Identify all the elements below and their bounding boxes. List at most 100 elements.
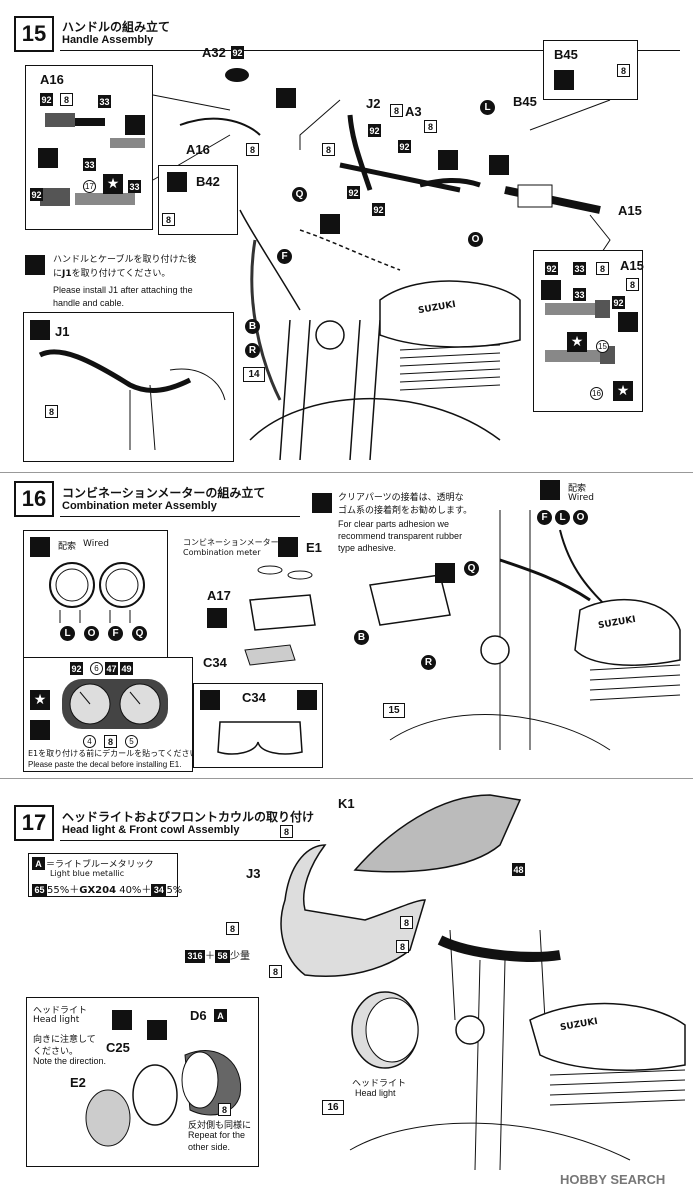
code-47: 47: [105, 662, 118, 675]
code-6: 6: [90, 662, 103, 675]
code-17: 17: [83, 180, 96, 193]
part-label-a16: A16: [186, 142, 210, 157]
part-label-c25: C25: [106, 1040, 130, 1055]
color-name-jp: ＝ライトブルーメタリック: [46, 860, 154, 870]
wired2-label-jp: 配索: [568, 484, 587, 494]
connector-l: L: [60, 626, 75, 641]
code-8: 8: [226, 922, 239, 935]
step-16-main-illustration: [369, 510, 681, 751]
j1-drawing: [38, 349, 226, 451]
meter-label-en: Combination meter: [183, 548, 261, 557]
glue-icon: [25, 255, 45, 275]
code-49: 49: [120, 662, 133, 675]
connector-f: F: [108, 626, 123, 641]
code-33: 33: [128, 180, 141, 193]
step-number-16: 16: [14, 481, 54, 517]
code-92: 92: [30, 188, 43, 201]
glue-icon: [438, 150, 458, 170]
code-8: 8: [400, 916, 413, 929]
direction-note-jp: 向きに注意して: [33, 1035, 96, 1045]
code-8: 8: [596, 262, 609, 275]
step-15-note-jp-2: にJ1を取り付けてください。: [53, 269, 171, 279]
code-4: 4: [83, 735, 96, 748]
headlight-exploded-drawing: [85, 1050, 242, 1147]
step-16-title-jp: コンビネーションメーターの組み立て: [62, 486, 266, 500]
glue-icon: [30, 537, 50, 557]
section-divider: [0, 778, 693, 779]
direction-note-en: Note the direction.: [33, 1056, 107, 1066]
wired-label-jp: 配索: [58, 542, 77, 552]
wired-label-en: Wired: [83, 539, 109, 549]
connector-f: F: [537, 510, 552, 525]
star-icon: ★: [567, 332, 587, 352]
part-label-b45-inset: B45: [554, 47, 578, 62]
glue-icon: [278, 537, 298, 557]
connector-o: O: [573, 510, 588, 525]
code-92: 92: [372, 203, 385, 216]
paint-icon: [297, 690, 317, 710]
code-16: 16: [590, 387, 603, 400]
code-92: 92: [398, 140, 411, 153]
a32-cap: [225, 68, 249, 82]
step-17-divider: [60, 840, 320, 841]
code-33: 33: [573, 262, 586, 275]
code-15: 15: [596, 340, 609, 353]
code-8: 8: [162, 213, 175, 226]
part-label-a15: A15: [618, 203, 642, 218]
glue-icon: [207, 608, 227, 628]
headlight2-label-jp: ヘッドライト: [352, 1079, 407, 1089]
connector-q: Q: [132, 626, 147, 641]
section-divider: [0, 472, 693, 473]
part-label-e2: E2: [70, 1075, 86, 1090]
color-name-en: Light blue metallic: [50, 869, 125, 878]
step-17-title-jp: ヘッドライトおよびフロントカウルの取り付け: [62, 810, 315, 824]
step-17-main-illustration: [349, 929, 686, 1170]
part-label-j2: J2: [366, 96, 381, 111]
code-92: 92: [612, 296, 625, 309]
part-label-d6: D6: [190, 1008, 207, 1023]
adhesive-note-en-3: type adhesive.: [338, 543, 397, 553]
code-33: 33: [98, 95, 111, 108]
code-8: 8: [104, 735, 117, 748]
step-15-note-en-1: Please install J1 after attaching the: [53, 285, 193, 295]
part-label-j3: J3: [246, 866, 261, 881]
meter-back-drawing: [49, 562, 145, 623]
glue-icon: [489, 155, 509, 175]
step-number-15: 15: [14, 16, 54, 52]
star-icon: ★: [103, 174, 123, 194]
headlight2-label-en: Head light: [355, 1088, 396, 1098]
code-8: 8: [617, 64, 630, 77]
paint-icon: [200, 690, 220, 710]
adhesive-note-en-2: recommend transparent rubber: [338, 531, 463, 541]
step-16-ref-15: 15: [383, 703, 405, 718]
code-92: 92: [545, 262, 558, 275]
step-15-divider: [60, 50, 680, 51]
step-15-ref-14: 14: [243, 367, 265, 382]
watermark: HOBBY SEARCH: [560, 1172, 666, 1187]
glue-icon: [540, 480, 560, 500]
direction-note-jp-2: ください。: [33, 1047, 79, 1057]
meter-face-drawing: [62, 679, 168, 729]
part-label-a3: A3: [405, 104, 422, 119]
grip-drawing: [40, 113, 145, 206]
code-92: 92: [368, 124, 381, 137]
code-8: 8: [45, 405, 58, 418]
glue-icon: [147, 1020, 167, 1040]
glue-icon: [30, 320, 50, 340]
step-16-divider: [60, 516, 300, 517]
paint-icon: [541, 280, 561, 300]
star-icon: ★: [613, 381, 633, 401]
connector-o: O: [468, 232, 483, 247]
connector-b: B: [245, 319, 260, 334]
glue-icon: [112, 1010, 132, 1030]
part-label-a16-inset: A16: [40, 72, 64, 87]
connector-b: B: [354, 630, 369, 645]
adhesive-note-jp-2: ゴム系の接着剤をお勧めします。: [338, 506, 473, 516]
connector-q: Q: [464, 561, 479, 576]
step-15-title-en: Handle Assembly: [62, 34, 154, 46]
code-33: 33: [573, 288, 586, 301]
code-8: 8: [424, 120, 437, 133]
repeat-note-en-2: other side.: [188, 1142, 231, 1152]
code-92: 92: [70, 662, 83, 675]
step-15-main-illustration: [152, 94, 611, 461]
